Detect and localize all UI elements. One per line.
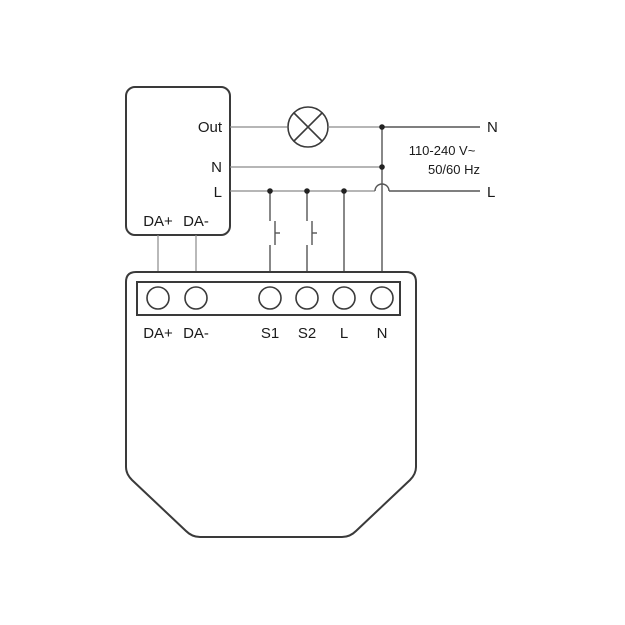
terminal-label-s2: S2 (298, 325, 316, 342)
junction-dot (341, 188, 347, 194)
junction-dot (379, 124, 385, 130)
terminal-s1 (258, 286, 282, 310)
supply-l-label: L (487, 184, 495, 201)
supply-frequency: 50/60 Hz (428, 162, 480, 177)
terminal-s2 (295, 286, 319, 310)
terminal-label-da-plus: DA+ (143, 325, 173, 342)
terminal-n (370, 286, 394, 310)
controller-da-minus-label: DA- (183, 213, 209, 230)
junction-dot (379, 164, 385, 170)
terminal-label-s1: S1 (261, 325, 279, 342)
terminal-da-minus (184, 286, 208, 310)
module-body (125, 271, 417, 538)
junction-dot (267, 188, 273, 194)
supply-voltage: 110-240 V~ (409, 143, 476, 158)
controller-da-plus-label: DA+ (143, 213, 173, 230)
s1-push-button (269, 191, 280, 282)
terminal-label-n: N (377, 325, 388, 342)
terminal-l (332, 286, 356, 310)
controller-out-label: Out (198, 119, 223, 136)
supply-n-label: N (487, 119, 498, 136)
controller-n-label: N (211, 159, 222, 176)
lamp-icon (287, 106, 329, 148)
controller-box (125, 86, 231, 236)
s2-push-button (306, 191, 317, 282)
controller-l-label: L (214, 184, 222, 201)
terminal-label-l: L (340, 325, 348, 342)
junction-dot (304, 188, 310, 194)
terminal-label-da-minus: DA- (183, 325, 209, 342)
terminal-da-plus (146, 286, 170, 310)
